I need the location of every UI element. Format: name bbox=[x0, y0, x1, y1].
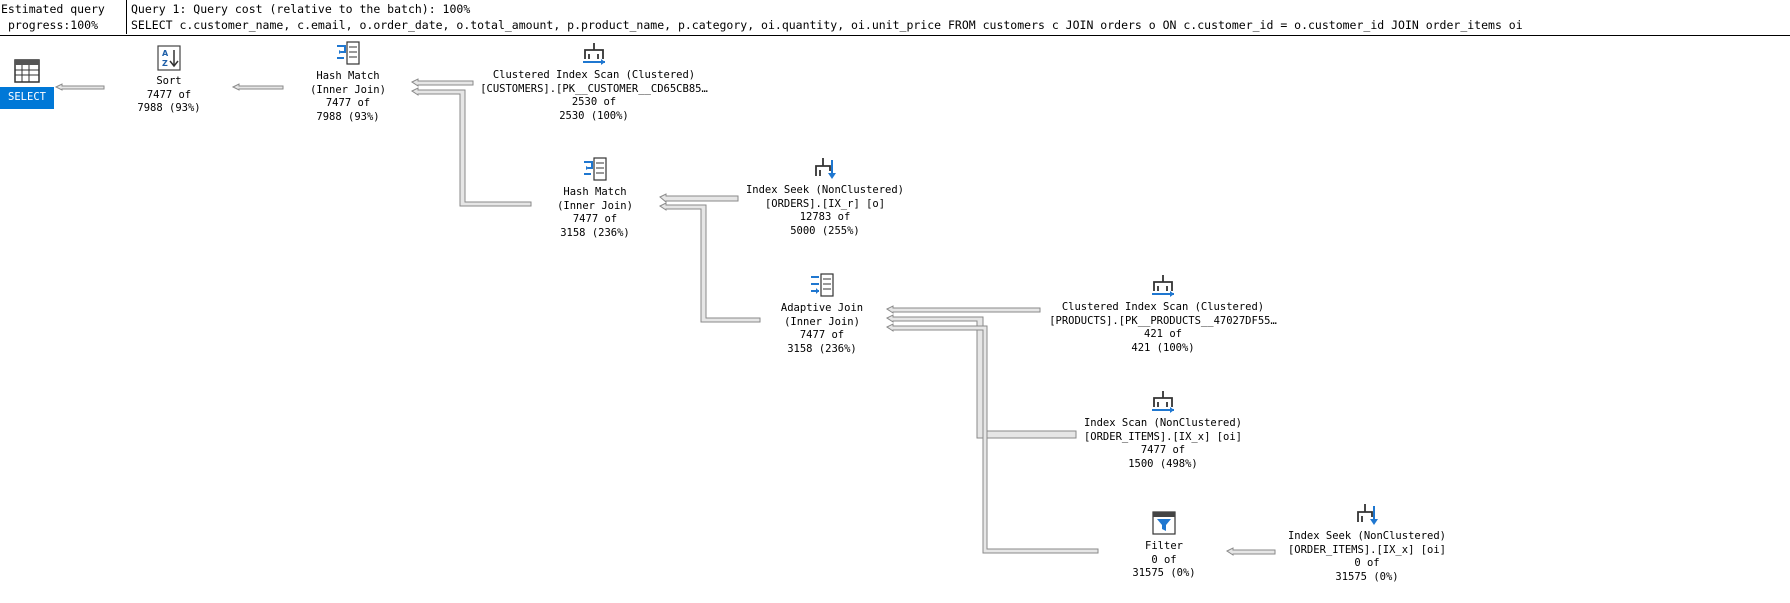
connector-hash2-hash1 bbox=[411, 87, 532, 207]
connector-adaptive-hash2 bbox=[659, 202, 761, 323]
query-info[interactable]: Query 1: Query cost (relative to the bat… bbox=[131, 0, 1790, 35]
clustered-index-scan-customers[interactable]: Clustered Index Scan (Clustered) [CUSTOM… bbox=[474, 39, 714, 123]
adaptive-join-icon bbox=[811, 273, 834, 297]
order-items-scan-name: Index Scan (NonClustered) bbox=[1083, 417, 1243, 429]
customers-scan-name: Clustered Index Scan (Clustered) bbox=[492, 69, 696, 81]
orders-seek-name: Index Seek (NonClustered) bbox=[745, 184, 905, 196]
index-seek-icon bbox=[815, 158, 836, 179]
customers-scan-actual-rows: 2530 of bbox=[571, 96, 617, 108]
index-scan-icon bbox=[1152, 275, 1174, 297]
hash-match-operator-2[interactable]: Hash Match (Inner Join) 7477 of 3158 (23… bbox=[547, 156, 643, 240]
connector-hash1-sort bbox=[231, 83, 284, 91]
order-items-scan-estimated-rows: 1500 (498%) bbox=[1128, 457, 1198, 470]
connector-orderitems-adaptive bbox=[886, 314, 1077, 439]
select-label: SELECT bbox=[0, 87, 54, 109]
select-grid-icon bbox=[14, 59, 40, 83]
hash-match-2-actual-rows: 7477 of bbox=[572, 213, 618, 225]
svg-text:Z: Z bbox=[162, 59, 168, 68]
hash-match-1-name: Hash Match bbox=[316, 70, 380, 82]
orders-seek-actual-rows: 12783 of bbox=[799, 211, 851, 223]
index-seek-orders[interactable]: Index Seek (NonClustered) [ORDERS].[IX_r… bbox=[730, 154, 920, 238]
order-items-seek-actual-rows: 0 of bbox=[1354, 557, 1380, 569]
query-header: Estimated query progress:100% Query 1: Q… bbox=[0, 0, 1790, 36]
select-operator[interactable]: SELECT bbox=[0, 57, 54, 109]
order-items-scan-actual-rows: 7477 of bbox=[1140, 444, 1186, 456]
adaptive-join-type: (Inner Join) bbox=[784, 315, 860, 328]
index-scan-order-items[interactable]: Index Scan (NonClustered) [ORDER_ITEMS].… bbox=[1068, 387, 1258, 471]
index-seek-icon bbox=[1357, 504, 1378, 525]
sort-operator[interactable]: A Z Sort 7477 of 7988 (93%) bbox=[133, 45, 205, 116]
hash-match-2-name: Hash Match bbox=[563, 186, 627, 198]
order-items-seek-name: Index Seek (NonClustered) bbox=[1287, 530, 1447, 542]
filter-funnel-icon bbox=[1152, 511, 1176, 535]
index-seek-order-items[interactable]: Index Seek (NonClustered) [ORDER_ITEMS].… bbox=[1272, 500, 1462, 584]
connector-sort-select bbox=[54, 83, 105, 91]
products-scan-estimated-rows: 421 (100%) bbox=[1131, 341, 1195, 354]
query-cost: Query 1: Query cost (relative to the bat… bbox=[131, 2, 471, 16]
estimated-progress: Estimated query progress:100% bbox=[0, 0, 127, 34]
orders-seek-object: [ORDERS].[IX_r] [o] bbox=[764, 197, 886, 210]
hash-match-1-estimated-rows: 7988 (93%) bbox=[316, 110, 380, 123]
filter-actual-rows: 0 of bbox=[1151, 553, 1177, 566]
svg-text:A: A bbox=[162, 49, 169, 58]
hash-match-operator-1[interactable]: Hash Match (Inner Join) 7477 of 7988 (93… bbox=[300, 40, 396, 124]
adaptive-join-name: Adaptive Join bbox=[780, 302, 864, 314]
filter-name: Filter bbox=[1145, 540, 1183, 552]
products-scan-object: [PRODUCTS].[PK__PRODUCTS__47027DF55… bbox=[1049, 314, 1277, 327]
adaptive-join-operator[interactable]: Adaptive Join (Inner Join) 7477 of 3158 … bbox=[772, 272, 872, 356]
clustered-index-scan-products[interactable]: Clustered Index Scan (Clustered) [PRODUC… bbox=[1043, 271, 1283, 355]
progress-label: Estimated query bbox=[1, 2, 105, 16]
connector-customers-hash1 bbox=[411, 78, 474, 87]
connector-filter-adaptive bbox=[886, 323, 1099, 554]
hash-match-icon bbox=[337, 41, 360, 65]
filter-operator[interactable]: Filter 0 of 31575 (0%) bbox=[1120, 510, 1208, 581]
progress-value: progress:100% bbox=[8, 18, 99, 32]
index-scan-icon bbox=[583, 43, 605, 65]
hash-match-icon bbox=[584, 157, 607, 181]
order-items-seek-object: [ORDER_ITEMS].[IX_x] [oi] bbox=[1287, 543, 1447, 556]
hash-match-2-estimated-rows: 3158 (236%) bbox=[560, 226, 630, 239]
adaptive-join-estimated-rows: 3158 (236%) bbox=[787, 342, 857, 355]
order-items-scan-object: [ORDER_ITEMS].[IX_x] [oi] bbox=[1083, 430, 1243, 443]
hash-match-1-type: (Inner Join) bbox=[310, 83, 386, 96]
connector-products-adaptive bbox=[886, 305, 1041, 314]
sort-az-icon: A Z bbox=[157, 45, 181, 71]
connector-orders-hash2 bbox=[659, 193, 739, 204]
sort-estimated-rows: 7988 (93%) bbox=[137, 102, 201, 114]
connector-seek-filter bbox=[1226, 547, 1276, 556]
sort-name: Sort bbox=[156, 75, 182, 87]
adaptive-join-actual-rows: 7477 of bbox=[799, 329, 845, 341]
customers-scan-object: [CUSTOMERS].[PK__CUSTOMER__CD65CB85… bbox=[480, 82, 708, 95]
customers-scan-estimated-rows: 2530 (100%) bbox=[559, 109, 629, 122]
products-scan-name: Clustered Index Scan (Clustered) bbox=[1061, 301, 1265, 313]
index-scan-icon bbox=[1152, 391, 1174, 413]
hash-match-1-actual-rows: 7477 of bbox=[325, 97, 371, 109]
sort-actual-rows: 7477 of bbox=[146, 88, 192, 101]
query-text: SELECT c.customer_name, c.email, o.order… bbox=[131, 18, 1523, 32]
order-items-seek-estimated-rows: 31575 (0%) bbox=[1335, 570, 1399, 583]
filter-estimated-rows: 31575 (0%) bbox=[1132, 567, 1196, 579]
products-scan-actual-rows: 421 of bbox=[1144, 328, 1182, 340]
orders-seek-estimated-rows: 5000 (255%) bbox=[790, 224, 860, 237]
hash-match-2-type: (Inner Join) bbox=[557, 199, 633, 212]
